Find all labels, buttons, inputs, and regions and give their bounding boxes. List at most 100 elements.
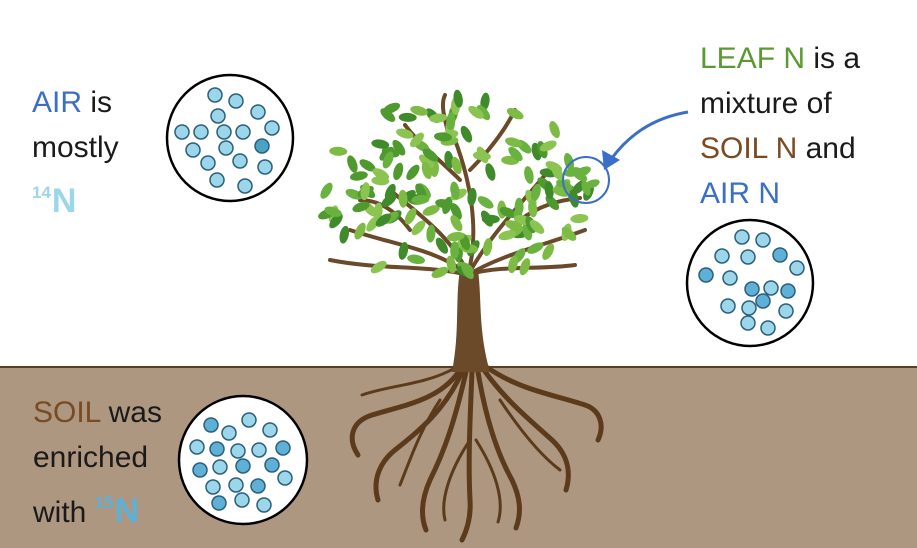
- leaf-shape: [524, 166, 534, 184]
- leaf-shape: [411, 195, 430, 205]
- leaf-shape: [329, 146, 348, 156]
- leaf-shape: [461, 263, 474, 280]
- molecule-dot: [275, 440, 291, 456]
- molecule-dot: [212, 459, 228, 475]
- leaf-shape: [406, 164, 420, 181]
- molecule-dot: [237, 178, 253, 194]
- molecule-dot: [228, 477, 244, 493]
- leaf-shape: [435, 237, 449, 254]
- molecule-dot: [205, 479, 221, 495]
- molecule-dot: [277, 470, 293, 486]
- leaf-shape: [529, 219, 545, 234]
- root-branch: [442, 438, 472, 522]
- leaf-shape: [426, 224, 436, 243]
- molecule-dot: [262, 422, 278, 438]
- air-line1-rest: is: [82, 86, 113, 119]
- leaf-shape: [347, 155, 358, 173]
- leaf-shape: [476, 146, 489, 164]
- leaf-shape: [434, 132, 452, 142]
- leaf-shape: [404, 207, 417, 225]
- air-isotope-mass: 14: [32, 183, 51, 202]
- molecule-dot: [720, 298, 736, 314]
- leaf-shape: [453, 89, 463, 108]
- leaf-shape: [450, 181, 460, 200]
- leaf-shape: [398, 112, 417, 122]
- tree-icon: [318, 89, 600, 372]
- highlighted-leaf: [581, 180, 591, 196]
- molecule-dot: [210, 108, 226, 124]
- leaf-label-line2: mixture of: [700, 87, 832, 120]
- molecule-dot: [211, 495, 227, 511]
- leaf-shape: [366, 216, 380, 232]
- leaf-shape: [450, 215, 463, 232]
- soil-label: SOIL was enriched with 15N: [33, 390, 162, 535]
- air-label-line1: AIR is: [32, 80, 119, 125]
- leaf-shape: [570, 213, 589, 224]
- soil-keyword: SOIL: [33, 396, 101, 429]
- molecule-dot: [740, 249, 756, 265]
- leaf-shape: [467, 187, 477, 206]
- air-label-line2: mostly: [32, 131, 119, 164]
- molecule-dot: [763, 280, 779, 296]
- leaf-shape: [422, 148, 439, 162]
- leaf-shape: [545, 161, 563, 173]
- molecule-dot: [221, 425, 237, 441]
- leaf-shape: [528, 199, 538, 218]
- molecule-dot: [698, 267, 714, 283]
- leaf-shape: [398, 242, 409, 260]
- curved-arrow-icon: [602, 110, 689, 170]
- leaf-shape: [539, 140, 557, 152]
- root-branch: [481, 367, 571, 493]
- tree-branch: [466, 263, 577, 277]
- molecule-dot: [216, 124, 232, 140]
- leaf-shape: [370, 260, 387, 274]
- leaf-shape: [371, 139, 390, 149]
- leaf-shape: [431, 266, 449, 279]
- leaf-highlight-circle: [562, 156, 610, 204]
- highlighted-leaf: [572, 170, 588, 182]
- leaf-shape: [499, 206, 517, 219]
- molecule-dot: [200, 155, 216, 171]
- molecule-dot: [189, 439, 205, 455]
- root-branch: [398, 398, 442, 487]
- molecule-dot: [257, 159, 273, 175]
- root-branch: [360, 366, 457, 397]
- molecule-dot: [714, 248, 730, 264]
- air-molecule-circle-icon: [165, 73, 295, 203]
- leaf-shape: [549, 121, 560, 139]
- leaf-shape: [372, 168, 390, 180]
- molecule-dot: [185, 142, 201, 158]
- molecule-dot: [209, 441, 225, 457]
- leaf-shape: [381, 193, 397, 208]
- root-branch: [498, 398, 562, 472]
- leaf-shape: [392, 139, 406, 156]
- leaf-shape: [485, 163, 496, 181]
- leaf-shape: [446, 112, 456, 131]
- leaf-shape: [498, 230, 517, 241]
- soil-molecule-circle-icon: [177, 394, 309, 526]
- leaf-shape: [435, 199, 453, 209]
- leaf-shape: [450, 241, 460, 260]
- leaf-shape: [451, 156, 462, 175]
- leaf-shape: [354, 222, 366, 240]
- molecule-dot: [203, 417, 219, 433]
- leaf-label-line1: LEAF N is a: [700, 36, 860, 81]
- molecule-dot: [264, 457, 280, 473]
- tree-branch: [328, 258, 470, 277]
- leaf-keyword: LEAF N: [700, 42, 806, 75]
- molecule-dot: [174, 124, 190, 140]
- leaf-label-line4: AIR N: [700, 171, 860, 216]
- molecule-dot: [740, 315, 756, 331]
- leaf-shape: [468, 105, 484, 119]
- leaf-shape: [527, 242, 544, 254]
- leaf-shape: [530, 183, 541, 202]
- leaf-shape: [360, 182, 370, 201]
- molecule-dot: [209, 172, 225, 188]
- leaf-shape: [320, 182, 333, 199]
- molecule-dot: [230, 443, 246, 459]
- air-label-line3: 14N: [32, 170, 119, 225]
- leaf-shape: [450, 203, 462, 220]
- molecule-dot: [193, 124, 209, 140]
